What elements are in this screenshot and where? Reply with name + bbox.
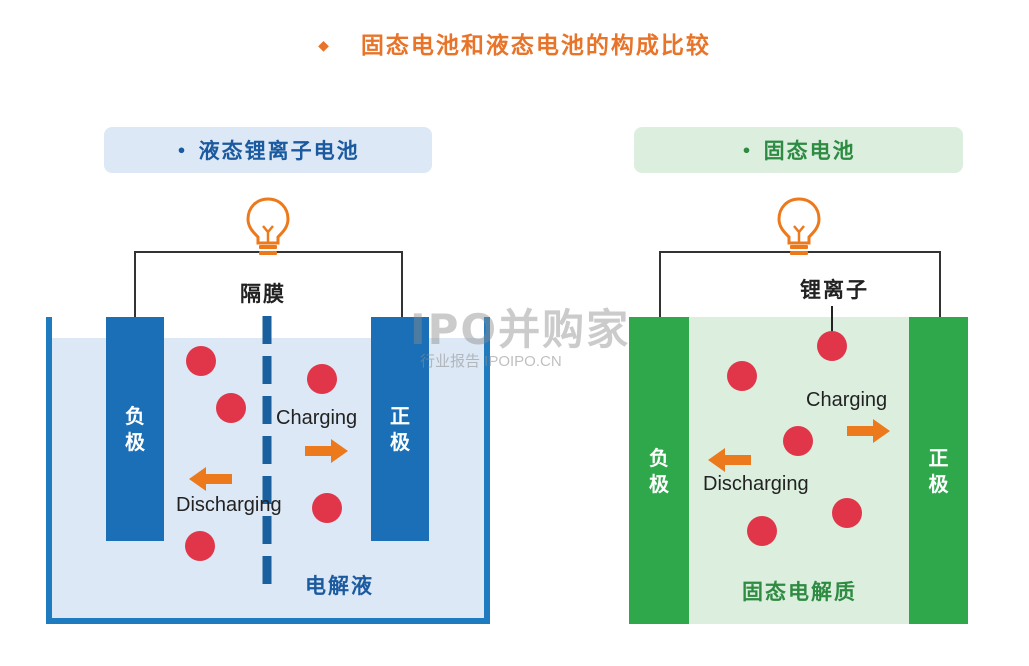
- solid-negative-electrode: 负 极: [629, 317, 689, 624]
- discharging-arrow-icon: [189, 467, 232, 491]
- ion-pointer-line: [831, 306, 833, 334]
- liquid-tank: [46, 317, 490, 624]
- page-title-text: 固态电池和液态电池的构成比较: [360, 32, 711, 59]
- page-title: ◆ 固态电池和液态电池的构成比较: [0, 26, 1029, 60]
- liquid-positive-electrode: 正 极: [371, 317, 429, 541]
- diamond-icon: ◆: [318, 38, 331, 54]
- solid-charging-label: Charging: [806, 389, 888, 411]
- lithium-ion-label: 锂离子: [798, 274, 871, 304]
- lithium-ion-dot: [185, 531, 215, 561]
- liquid-battery-header: • 液态锂离子电池: [104, 127, 432, 173]
- lithium-ion-dot: [783, 426, 813, 456]
- lithium-ion-dot: [312, 493, 342, 523]
- separator-membrane: [262, 316, 272, 596]
- charging-arrow-icon: [847, 419, 890, 443]
- solid-positive-label: 正 极: [928, 445, 949, 496]
- lithium-ion-dot: [216, 393, 246, 423]
- liquid-negative-electrode: 负 极: [106, 317, 164, 541]
- watermark-logo: IPO并购家: [410, 305, 631, 354]
- liquid-electrolyte-label: 电解液: [305, 573, 374, 598]
- lightbulb-icon: [777, 197, 821, 255]
- solid-negative-label: 负 极: [649, 445, 669, 496]
- discharging-arrow-icon: [708, 448, 751, 472]
- lightbulb-icon: [246, 197, 290, 255]
- solid-electrolyte-label: 固态电解质: [742, 579, 857, 604]
- separator-label: 隔膜: [238, 278, 288, 308]
- bullet-icon: •: [176, 140, 189, 160]
- liquid-battery-header-text: 液态锂离子电池: [198, 138, 360, 163]
- liquid-discharging-label: Discharging: [176, 494, 282, 516]
- solid-battery-header: • 固态电池: [634, 127, 963, 173]
- charging-arrow-icon: [305, 439, 348, 463]
- lithium-ion-dot: [307, 364, 337, 394]
- liquid-positive-label: 正 极: [390, 404, 410, 454]
- solid-discharging-label: Discharging: [703, 473, 809, 495]
- lithium-ion-dot: [817, 331, 847, 361]
- solid-positive-electrode: 正 极: [909, 317, 968, 624]
- liquid-negative-label: 负 极: [125, 404, 145, 454]
- lithium-ion-dot: [747, 516, 777, 546]
- lithium-ion-dot: [186, 346, 216, 376]
- solid-battery-header-text: 固态电池: [763, 138, 856, 163]
- lithium-ion-dot: [727, 361, 757, 391]
- liquid-charging-label: Charging: [276, 407, 358, 429]
- bullet-icon: •: [741, 140, 754, 160]
- watermark-subtext: 行业报告 IPOIPO.CN: [420, 353, 562, 370]
- lithium-ion-dot: [832, 498, 862, 528]
